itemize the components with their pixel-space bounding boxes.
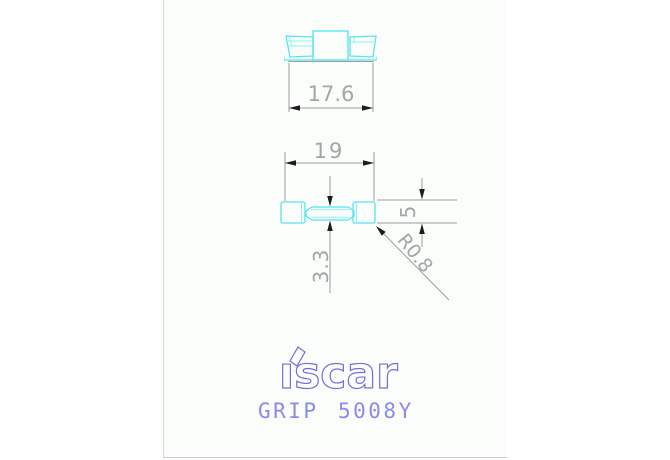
side-view-left-end — [280, 201, 306, 224]
front-view — [284, 30, 377, 62]
front-view-right-jaw — [349, 35, 377, 58]
dimension-insert-height: 5 — [377, 178, 457, 247]
radius-leader-line — [378, 228, 450, 301]
front-view-left-jaw-detail — [288, 36, 293, 47]
product-label-series: GRIP — [258, 399, 319, 423]
front-view-left-jaw — [285, 35, 314, 58]
product-label-code: 5008Y — [338, 399, 414, 423]
dimension-insert-height-text: 5 — [396, 206, 420, 219]
dimension-slot-width: 3.3 — [309, 176, 333, 293]
arrowhead-up — [419, 223, 425, 234]
arrowhead-left — [289, 105, 300, 111]
side-view-center-bar — [305, 206, 355, 221]
drawing-sheet — [163, 0, 507, 458]
dimension-slot-width-text: 3.3 — [309, 249, 333, 284]
product-label: GRIP 5008Y — [258, 399, 414, 423]
arrowhead-right — [362, 105, 373, 111]
iscar-logo-blade-icon — [289, 346, 306, 367]
dimension-overall-length-text: 19 — [314, 139, 345, 163]
dimension-front-width-text: 17.6 — [308, 82, 355, 106]
side-view — [280, 201, 376, 224]
arrowhead-radius — [376, 226, 386, 236]
arrowhead-right — [363, 160, 374, 166]
side-view-right-end — [352, 201, 376, 224]
arrowhead-down — [419, 189, 425, 200]
dimension-overall-length: 19 — [284, 139, 375, 201]
arrowhead-left — [285, 160, 296, 166]
arrowhead-up — [327, 220, 333, 231]
iscar-logo-text: ıscar — [279, 348, 398, 399]
arrowhead-down — [327, 196, 333, 207]
dimension-front-width: 17.6 — [288, 63, 374, 112]
iscar-logo: ıscar — [278, 346, 399, 400]
